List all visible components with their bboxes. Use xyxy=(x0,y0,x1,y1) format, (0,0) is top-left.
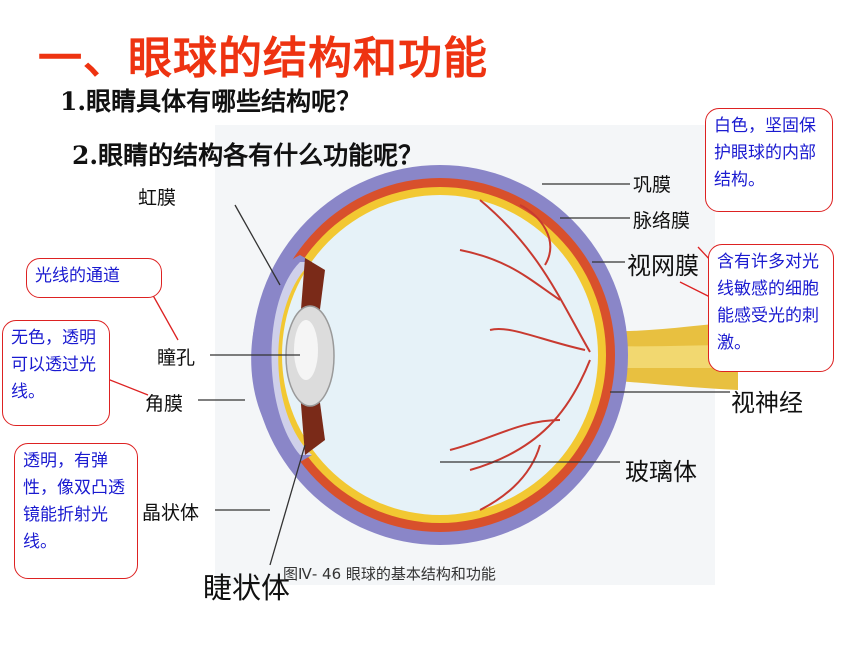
label-optic-nerve: 视神经 xyxy=(731,389,803,417)
vitreous-shape xyxy=(282,195,598,515)
cornea-shape xyxy=(251,255,312,462)
figure-caption: 图Ⅳ- 46 眼球的基本结构和功能 xyxy=(283,565,496,583)
label-pupil: 瞳孔 xyxy=(157,347,196,369)
note-sclera: 白色，坚固保护眼球的内部结构。 xyxy=(705,108,833,212)
note-lens: 透明，有弹性，像双凸透镜能折射光线。 xyxy=(14,443,138,579)
label-iris: 虹膜 xyxy=(138,187,177,209)
page-title: 一、眼球的结构和功能 xyxy=(38,33,488,84)
label-vitreous: 玻璃体 xyxy=(625,458,697,486)
label-sclera: 巩膜 xyxy=(633,174,672,196)
note-retina: 含有许多对光线敏感的细胞能感受光的刺激。 xyxy=(708,244,834,372)
pointer-lines xyxy=(198,183,730,566)
label-cornea: 角膜 xyxy=(145,393,184,415)
question-2: 2.眼睛的结构各有什么功能呢？ xyxy=(72,141,424,170)
note-cornea: 无色，透明可以透过光线。 xyxy=(2,320,110,426)
label-lens: 晶状体 xyxy=(142,502,200,524)
question-1: 1.眼睛具体有哪些结构呢？ xyxy=(60,87,362,116)
label-retina: 视网膜 xyxy=(627,252,699,280)
label-ciliary: 睫状体 xyxy=(203,571,291,605)
label-choroid: 脉络膜 xyxy=(633,210,691,232)
note-pupil: 光线的通道 xyxy=(26,258,162,298)
